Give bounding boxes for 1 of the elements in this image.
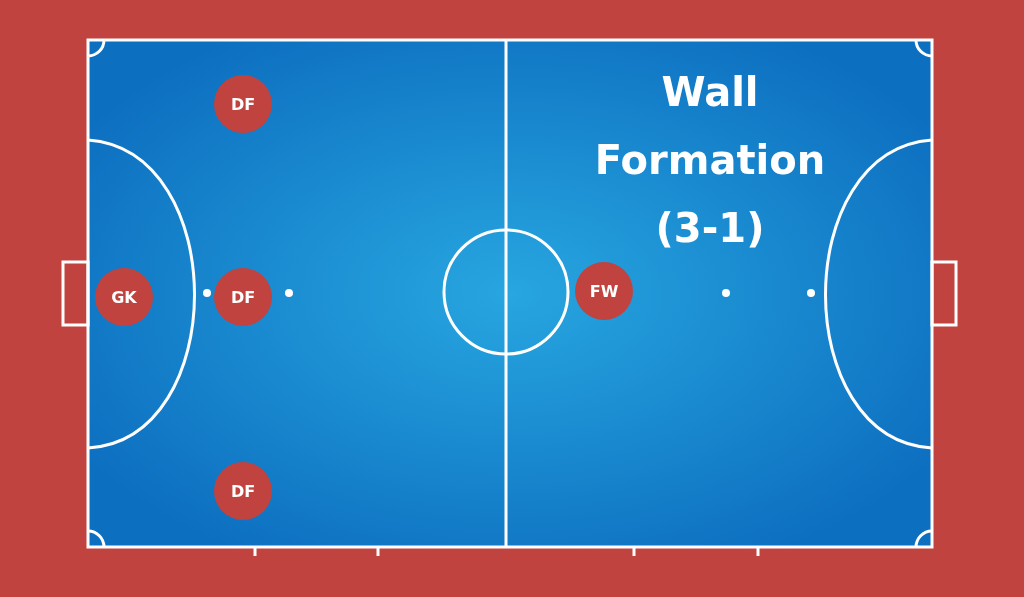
diagram-title: Wall Formation (3-1) bbox=[593, 68, 827, 253]
